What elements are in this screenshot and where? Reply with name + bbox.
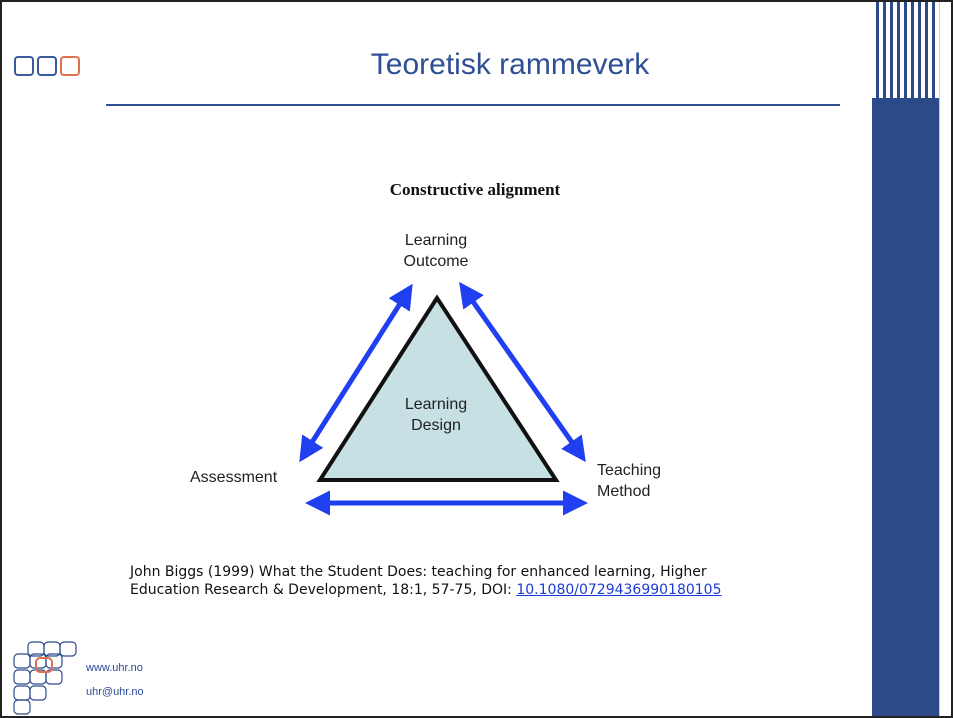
uhr-logo-icon: [13, 641, 77, 715]
label-assessment: Assessment: [190, 469, 278, 486]
label-teaching-method-line2: Method: [597, 483, 651, 500]
doi-link[interactable]: 10.1080/0729436990180105: [516, 582, 722, 598]
footer-email[interactable]: uhr@uhr.no: [86, 686, 144, 698]
label-learning-outcome: Learning Outcome: [376, 230, 496, 272]
title-underline: [106, 104, 840, 106]
bar-stripes: [872, 2, 939, 98]
citation-line1: John Biggs (1999) What the Student Does:…: [130, 564, 707, 580]
label-learning-outcome-line2: Outcome: [403, 253, 469, 270]
arrow-outcome-assessment: [299, 283, 413, 463]
citation-line2: Education Research & Development, 18:1, …: [130, 581, 830, 599]
right-edge-strip: [939, 2, 952, 716]
square-icon-1: [14, 56, 34, 76]
label-learning-design-line1: Learning: [404, 396, 468, 413]
citation: John Biggs (1999) What the Student Does:…: [130, 563, 830, 599]
label-learning-outcome-line1: Learning: [404, 232, 468, 249]
footer-website[interactable]: www.uhr.no: [86, 662, 143, 674]
label-teaching-method-line1: Teaching: [597, 462, 662, 479]
square-icon-2: [37, 56, 57, 76]
arrow-outcome-method: [459, 281, 586, 463]
citation-line2-text: Education Research & Development, 18:1, …: [130, 582, 517, 598]
right-decorative-bar: [872, 2, 939, 716]
learning-design-triangle: [316, 294, 560, 482]
label-learning-design: Learning Design: [376, 394, 496, 436]
label-learning-design-line2: Design: [411, 417, 461, 434]
diagram-title: Constructive alignment: [389, 180, 561, 199]
slide-title: Teoretisk rammeverk: [370, 48, 650, 81]
square-icon-3: [60, 56, 80, 76]
label-teaching-method: Teaching Method: [597, 460, 697, 502]
